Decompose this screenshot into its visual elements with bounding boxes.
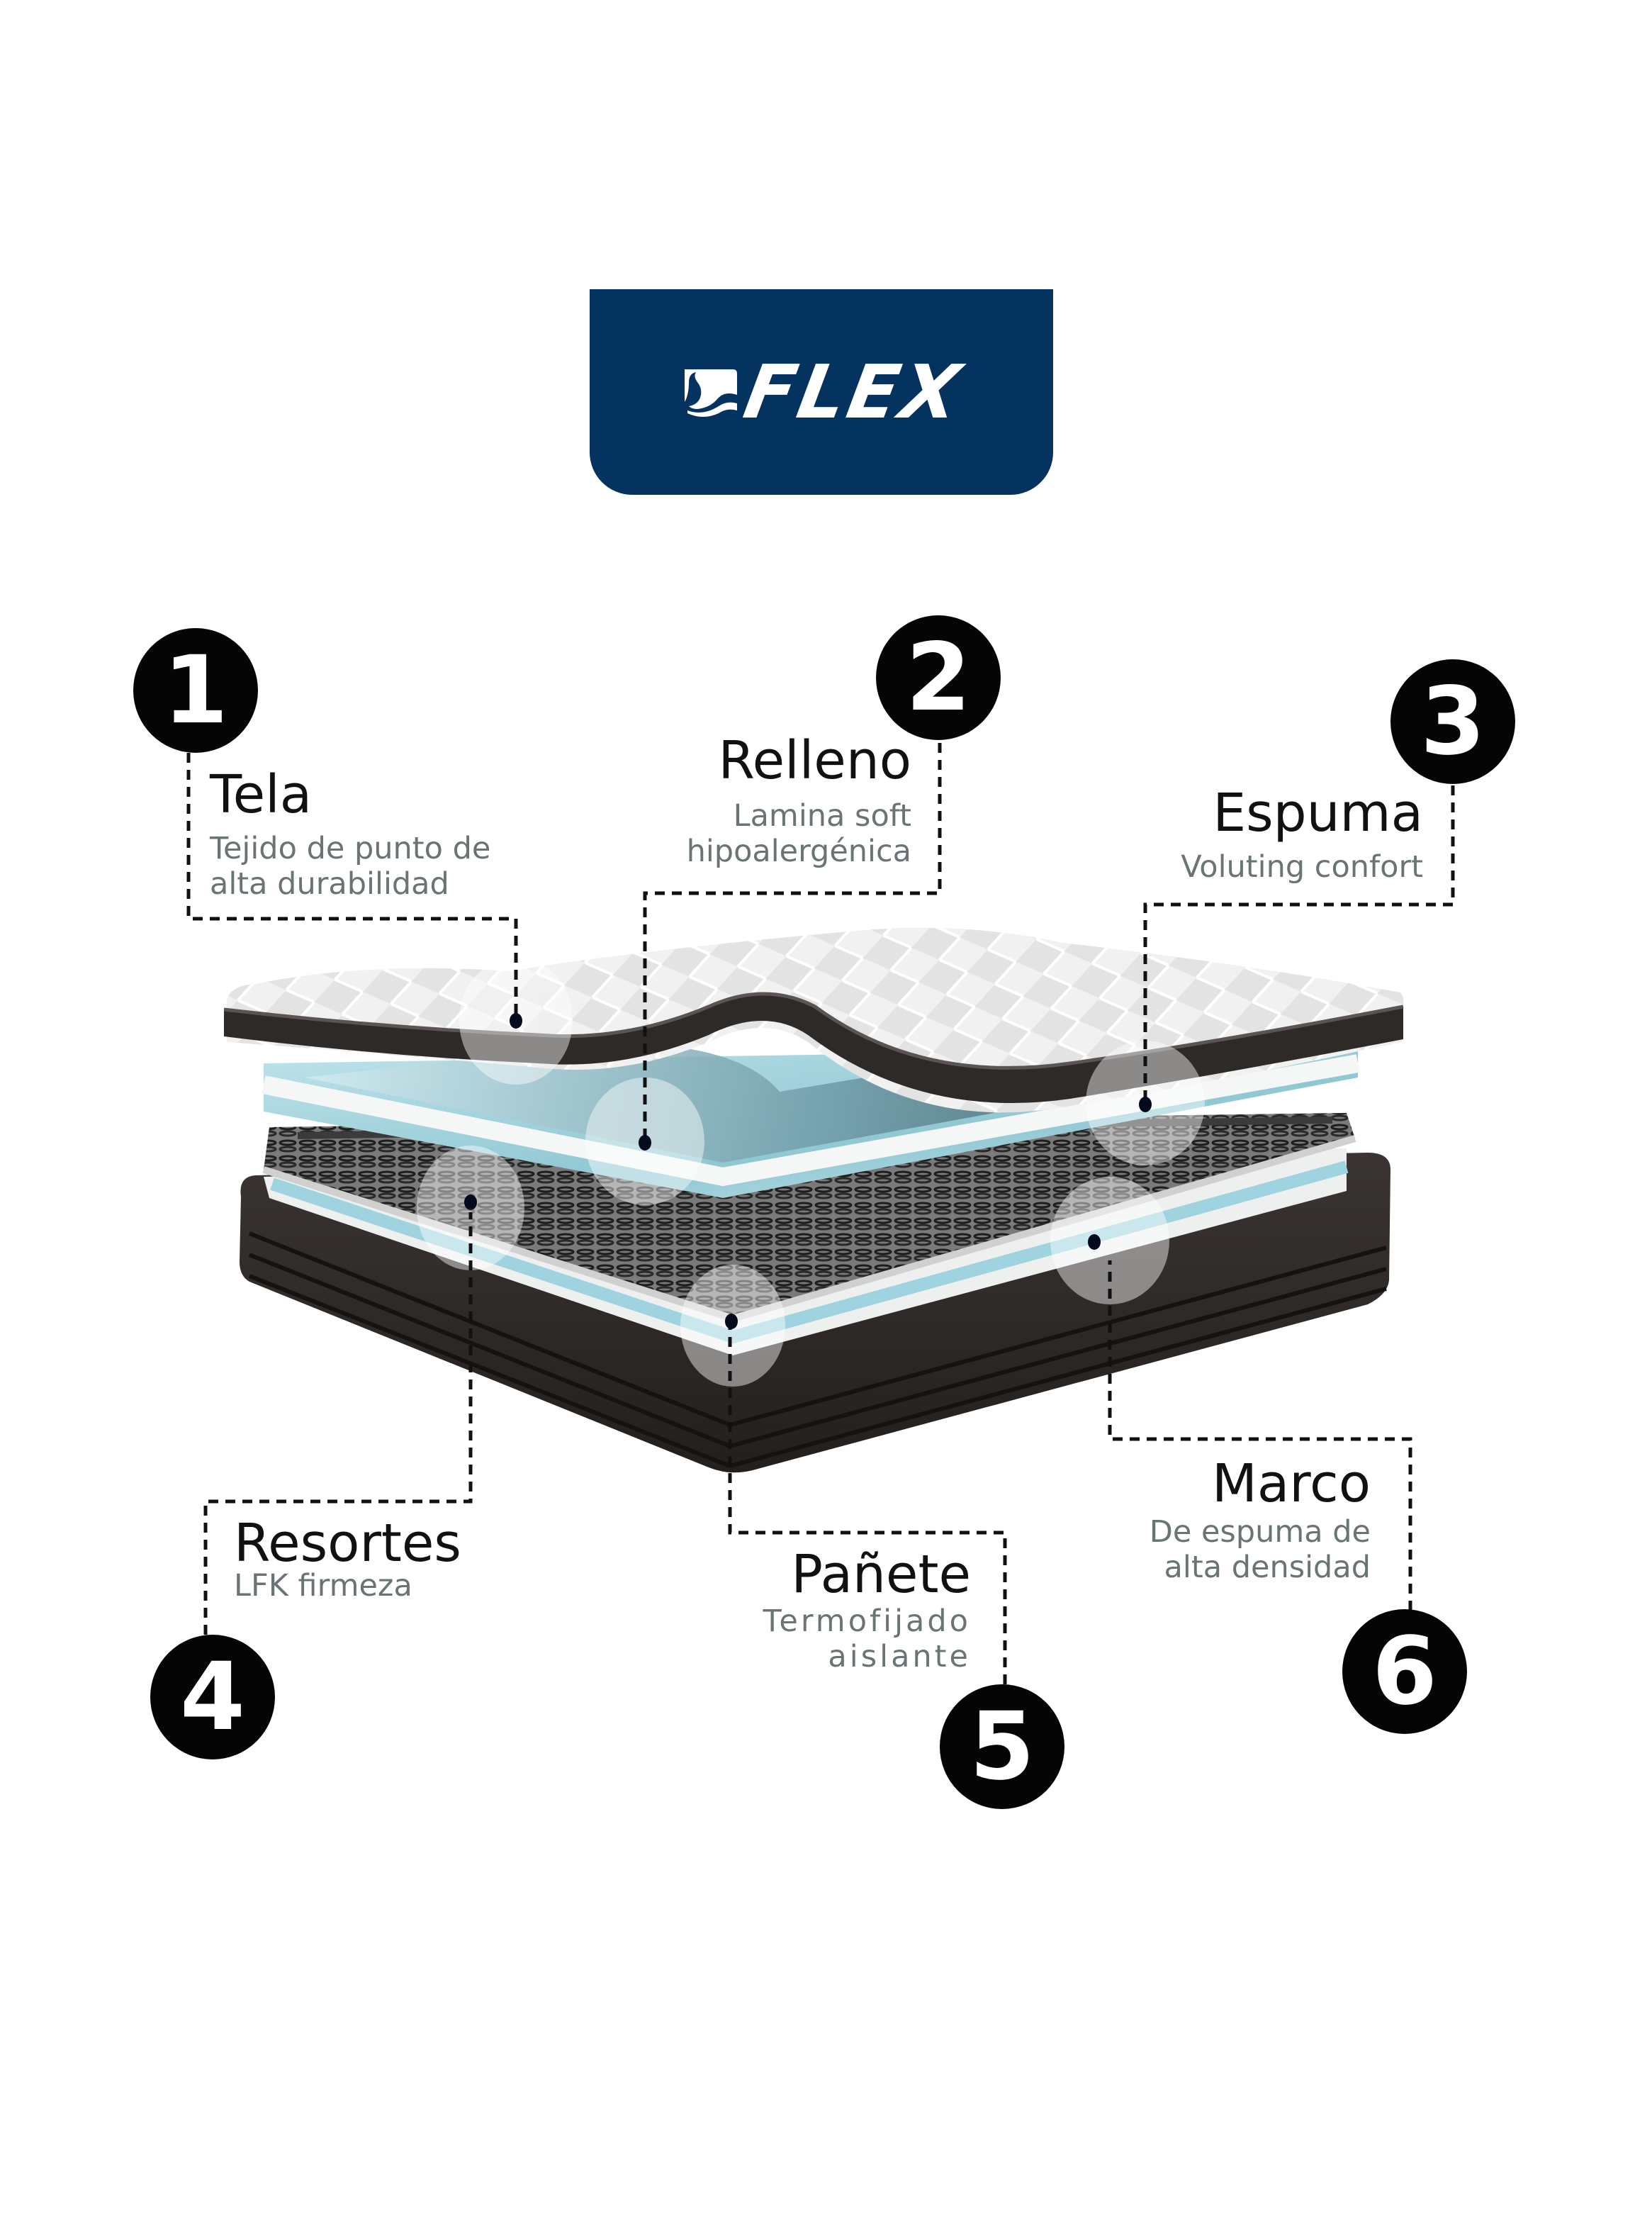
badge-1: 1 (133, 628, 258, 753)
brand-logo: FLEX (682, 349, 969, 435)
callout-title-panete: Pañete (791, 1544, 971, 1605)
callout-subtitle-resortes: LFK firmeza (234, 1568, 412, 1604)
badge-2: 2 (876, 615, 1001, 740)
brand-logo-banner: FLEX (590, 289, 1053, 495)
marker-dot-1 (510, 1013, 522, 1029)
marker-dot-3 (1139, 1097, 1152, 1112)
swan-icon (684, 369, 737, 417)
leader-line-5 (728, 1326, 1007, 1684)
callout-subtitle-tela: Tejido de punto de alta durabilidad (210, 831, 491, 902)
marker-dot-4 (464, 1194, 477, 1210)
leader-line-1 (186, 753, 518, 1021)
leader-line-3 (1143, 785, 1455, 1103)
callout-title-marco: Marco (1212, 1453, 1371, 1514)
marker-dots (464, 1013, 1152, 1329)
badge-4: 4 (150, 1635, 275, 1759)
badge-5: 5 (940, 1684, 1064, 1809)
leader-lines (186, 743, 1455, 1684)
highlight-markers (417, 957, 1205, 1387)
badge-3: 3 (1390, 659, 1515, 784)
top-fabric-layer (223, 927, 1404, 1113)
marker-dot-2 (639, 1135, 651, 1151)
callout-title-resortes: Resortes (234, 1513, 461, 1574)
badge-6: 6 (1342, 1609, 1467, 1734)
marker-dot-6 (1088, 1234, 1101, 1250)
callout-subtitle-panete: Termofijado aislante (763, 1604, 971, 1674)
callout-title-relleno: Relleno (718, 730, 911, 791)
leader-line-2 (643, 743, 942, 1141)
callout-subtitle-relleno: Lamina soft hipoalergénica (686, 798, 911, 869)
callout-title-tela: Tela (210, 764, 313, 825)
leader-line-6 (1108, 1260, 1412, 1611)
callout-subtitle-espuma: Voluting confort (1181, 849, 1423, 885)
callout-title-espuma: Espuma (1213, 783, 1423, 844)
marker-dot-5 (725, 1314, 738, 1329)
callout-subtitle-marco: De espuma de alta densidad (1149, 1514, 1371, 1585)
